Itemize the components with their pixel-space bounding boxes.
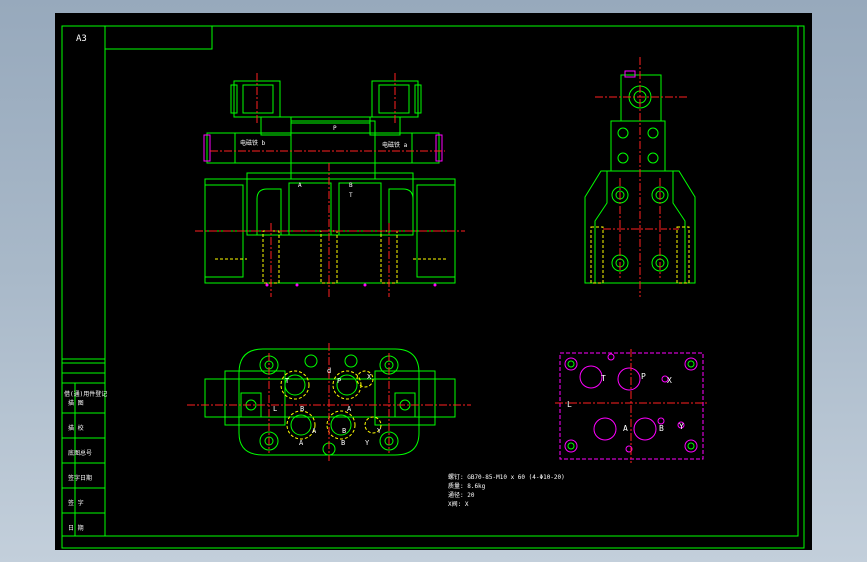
hidden-passages (215, 230, 447, 284)
top-view-hidden (280, 370, 382, 440)
mounting-face-centerlines (555, 349, 709, 463)
note-line: 螺钉: GB70-85-M10 x 60 (4-Φ10-20) (448, 473, 565, 481)
note-line: X阀: X (448, 500, 469, 508)
mounting-face-port-label: T (601, 374, 606, 383)
front-port-label: B (349, 182, 353, 189)
front-view (195, 73, 465, 297)
mounting-face (555, 349, 709, 463)
top-view-outline (204, 348, 456, 456)
top-view-port-label: A (312, 427, 317, 435)
mounting-face-port-label: B (659, 424, 664, 433)
side-view-port-mark (624, 70, 636, 78)
title-block-row: 借(通)用件登记 (64, 390, 107, 398)
top-view-port-label: B (341, 439, 345, 447)
front-port-label: A (298, 182, 302, 189)
inner-border (61, 25, 805, 549)
title-block (61, 358, 106, 537)
side-view-centerlines (595, 57, 687, 297)
sheet-label-box (105, 26, 213, 50)
drawing-sheet: A3 借(通)用件登记描 图描 校底图总号签字日期签 字日 期 (55, 13, 812, 550)
drawing-area-border (104, 25, 799, 537)
title-block-row: 底图总号 (68, 449, 92, 457)
top-view-port-label: Y (365, 439, 370, 447)
top-view-port-label: T (285, 377, 290, 385)
manual-override-right (435, 134, 443, 162)
title-block-row: 签字日期 (68, 474, 92, 482)
title-block-frame (61, 358, 106, 537)
top-view-port-label: X (367, 373, 372, 381)
front-port-label: P (333, 125, 337, 132)
mounting-face-inner (567, 360, 695, 450)
top-view-centerlines (187, 343, 471, 461)
note-line: 质量: 8.6kg (448, 482, 486, 490)
mounting-face-port-label: X (667, 376, 672, 385)
top-view-port-label: A (347, 405, 352, 413)
mounting-face-labels: T P X A B Y L (567, 372, 684, 433)
front-centerlines (195, 73, 465, 297)
front-port-marks (265, 283, 437, 287)
main-valve-body (204, 172, 456, 284)
manual-override-left (203, 134, 211, 162)
top-view-port-label: Y (377, 427, 382, 435)
mounting-face-port-label: Y (679, 422, 684, 431)
solenoid-body (206, 120, 440, 180)
top-view-port-label: B (342, 427, 346, 435)
top-view-port-label: P (337, 377, 341, 385)
mounting-face-port-label: L (567, 400, 572, 409)
technical-notes: 螺钉: GB70-85-M10 x 60 (4-Φ10-20)质量: 8.6kg… (448, 473, 565, 508)
mounting-face-port-label: A (623, 424, 628, 433)
title-block-row: 日 期 (68, 524, 84, 532)
note-line: 通径: 20 (448, 491, 475, 499)
drawing-frame (61, 25, 805, 549)
side-view-hidden (590, 226, 690, 284)
top-view (187, 343, 471, 461)
top-view-labels: T P X A B Y L B A YdA B (273, 367, 382, 447)
sheet-size-label: A3 (76, 34, 87, 44)
front-port-label: T (349, 192, 353, 199)
solenoid-connector-left (230, 80, 292, 136)
solenoid-label-b: 电磁铁 b (240, 139, 266, 147)
solenoid-label-a: 电磁铁 a (382, 141, 408, 149)
side-view (584, 57, 696, 297)
title-block-row: 签 字 (68, 499, 84, 507)
top-view-port-label: A (299, 439, 304, 447)
top-view-port-label: L (273, 405, 277, 413)
top-view-port-label: d (327, 367, 331, 375)
title-block-row: 描 图 (68, 399, 84, 407)
top-view-port-label: B (300, 405, 304, 413)
side-view-outline (584, 74, 696, 284)
mounting-face-port-label: P (641, 372, 646, 381)
title-block-row: 描 校 (68, 424, 84, 432)
mounting-face-holes (564, 353, 698, 453)
